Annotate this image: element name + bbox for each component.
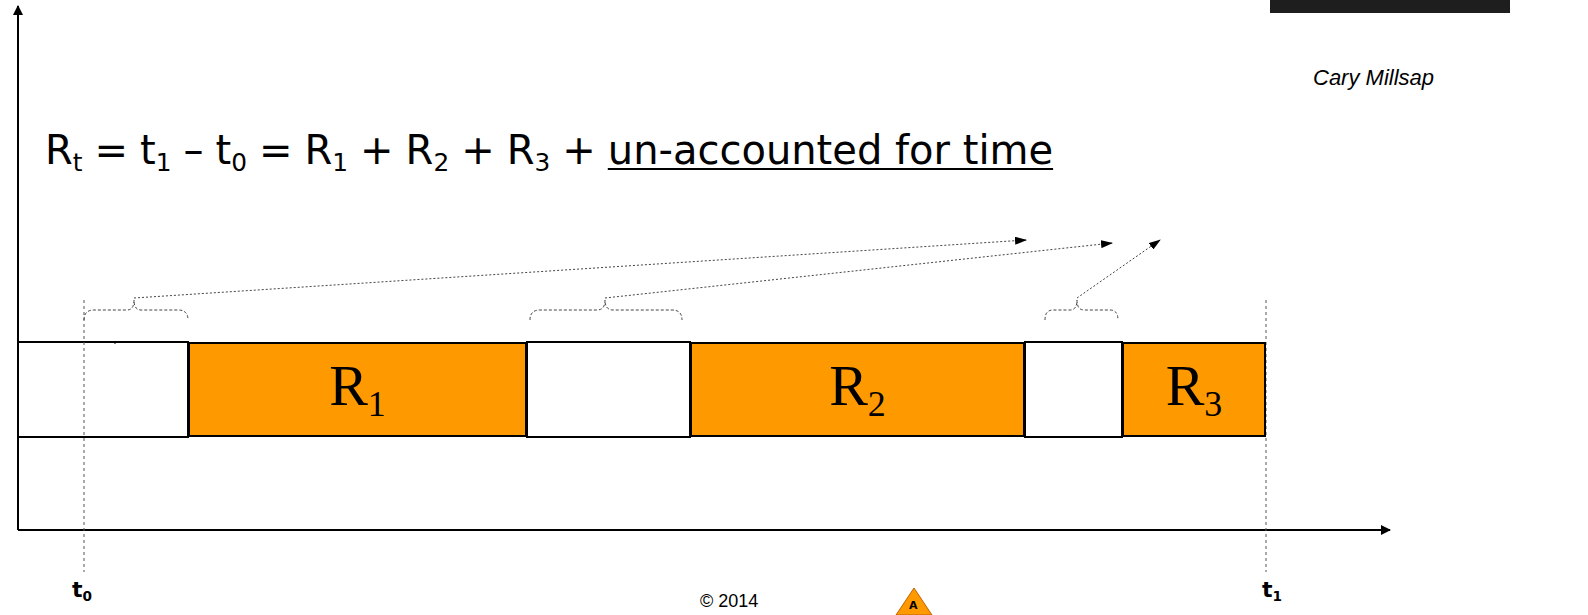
equation-term: t (216, 127, 232, 173)
time-index: 0 (83, 588, 92, 604)
equation-operator: = (259, 127, 293, 173)
equation-subscript: 1 (156, 148, 172, 177)
photo-strip (1270, 0, 1510, 13)
time-name: t (72, 577, 83, 602)
time-name: t (1262, 577, 1273, 602)
equation-subscript: 0 (231, 148, 247, 177)
equation-remainder: un-accounted for time (608, 127, 1053, 173)
equation-term: R (406, 127, 434, 173)
equation-operator: + (461, 127, 495, 173)
box-tick (115, 342, 116, 344)
equation-subscript: 2 (433, 148, 449, 177)
brace (84, 300, 188, 320)
segment-name: R (1166, 353, 1205, 418)
leader-arrow (605, 243, 1112, 298)
time-label: t0 (72, 578, 92, 604)
brace (530, 300, 682, 320)
equation-term: t (140, 127, 156, 173)
time-label: t1 (1262, 578, 1282, 604)
equation-operator: + (360, 127, 394, 173)
logo-icon (896, 588, 932, 615)
y-axis (17, 6, 19, 530)
segment-label: R1 (329, 357, 386, 423)
segment-box: R2 (690, 342, 1025, 437)
equation-term: R (305, 127, 333, 173)
x-axis (18, 529, 1390, 531)
segment-box: R3 (1122, 342, 1266, 437)
gap-box (1025, 342, 1122, 437)
equation-term: R (45, 127, 73, 173)
equation-subscript: 1 (332, 148, 348, 177)
segment-name: R (829, 353, 868, 418)
leader-arrow (1077, 240, 1160, 298)
copyright-note: © 2014 (700, 592, 758, 612)
segment-label: R2 (829, 357, 886, 423)
brace (1045, 300, 1118, 320)
equation-operator: + (562, 127, 596, 173)
time-index: 1 (1273, 588, 1282, 604)
gap-box (527, 342, 690, 437)
time-marker (84, 300, 85, 572)
segment-index: 1 (368, 383, 386, 423)
equation-operator: = (95, 127, 129, 173)
equation: Rt=t1–t0=R1+R2+R3+un-accounted for time (45, 128, 1053, 176)
equation-term: R (507, 127, 535, 173)
segment-index: 3 (1204, 383, 1222, 423)
segment-label: R3 (1166, 357, 1223, 423)
gap-box (18, 342, 188, 437)
equation-subscript: 3 (534, 148, 550, 177)
equation-subscript: t (73, 148, 83, 177)
logo-letter: A (909, 600, 918, 612)
leader-arrow (134, 240, 1026, 298)
equation-operator: – (184, 127, 204, 173)
segment-name: R (329, 353, 368, 418)
segment-box: R1 (188, 342, 527, 437)
segment-index: 2 (868, 383, 886, 423)
photo-caption: Cary Millsap (1313, 66, 1434, 90)
